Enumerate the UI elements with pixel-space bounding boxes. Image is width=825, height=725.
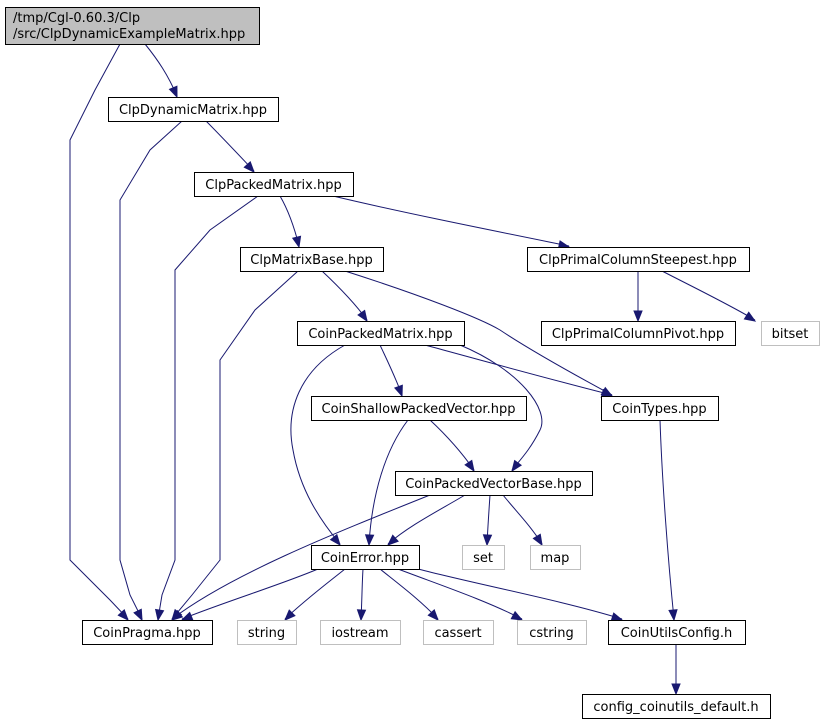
edge-clp-packed-matrix-to-clp-primal-column-steepest [332, 195, 571, 250]
node-label: ClpPrimalColumnPivot.hpp [552, 327, 724, 342]
edge-root-to-coin-pragma [69, 43, 129, 622]
edge-clp-matrix-base-to-coin-packed-matrix [321, 270, 368, 323]
node-bitset: bitset [761, 321, 820, 346]
edge-clp-matrix-base-to-coin-pragma [171, 270, 299, 622]
graph-nodes: /tmp/Cgl-0.60.3/Clp/src/ClpDynamicExampl… [5, 7, 820, 719]
node-label: ClpDynamicMatrix.hpp [119, 103, 267, 118]
node-clp-primal-column-pivot[interactable]: ClpPrimalColumnPivot.hpp [541, 321, 736, 346]
node-coin-types[interactable]: CoinTypes.hpp [601, 396, 719, 421]
graph-edges [69, 43, 757, 696]
node-label: ClpMatrixBase.hpp [250, 253, 372, 268]
node-string: string [237, 620, 297, 645]
node-coin-error[interactable]: CoinError.hpp [311, 545, 420, 570]
node-clp-matrix-base[interactable]: ClpMatrixBase.hpp [240, 247, 384, 272]
node-label: /src/ClpDynamicExampleMatrix.hpp [13, 27, 245, 42]
edge-coin-packed-matrix-to-coin-shallow-packed-vector [379, 344, 403, 398]
node-coin-pragma[interactable]: CoinPragma.hpp [82, 620, 213, 645]
node-root[interactable]: /tmp/Cgl-0.60.3/Clp/src/ClpDynamicExampl… [5, 7, 260, 45]
edge-coin-packed-matrix-to-coin-packed-vector-base [459, 344, 543, 473]
node-label: iostream [331, 626, 388, 641]
edge-coin-error-to-cstring [397, 568, 524, 621]
edge-coin-packed-vector-base-to-coin-pragma [170, 494, 431, 621]
node-coin-utils-config[interactable]: CoinUtilsConfig.h [608, 620, 746, 645]
node-set: set [462, 545, 505, 570]
node-label: CoinPragma.hpp [93, 626, 201, 641]
edge-coin-shallow-packed-vector-to-coin-packed-vector-base [429, 419, 475, 473]
edge-coin-packed-vector-base-to-coin-error [387, 494, 466, 546]
node-label: CoinPackedVectorBase.hpp [405, 477, 582, 492]
edge-coin-packed-vector-base-to-map [502, 494, 543, 547]
node-label: /tmp/Cgl-0.60.3/Clp [13, 11, 140, 26]
node-coin-packed-matrix[interactable]: CoinPackedMatrix.hpp [297, 321, 465, 346]
edge-clp-dynamic-matrix-to-coin-pragma [119, 120, 183, 622]
edge-coin-types-to-coin-utils-config [659, 419, 678, 622]
node-iostream: iostream [320, 620, 401, 645]
edge-coin-packed-vector-base-to-set [482, 494, 493, 547]
edge-coin-packed-matrix-to-coin-error [290, 344, 346, 547]
node-cstring: cstring [517, 620, 587, 645]
node-config-coinutils-default[interactable]: config_coinutils_default.h [582, 694, 771, 719]
edge-coin-packed-matrix-to-coin-types [424, 344, 614, 398]
node-label: string [248, 626, 285, 641]
node-label: CoinTypes.hpp [612, 402, 706, 417]
node-label: cassert [434, 626, 481, 641]
edge-coin-error-to-iostream [356, 568, 367, 622]
node-label: config_coinutils_default.h [593, 700, 758, 715]
node-label: CoinShallowPackedVector.hpp [322, 402, 516, 417]
edge-clp-primal-column-steepest-to-clp-primal-column-pivot [633, 270, 643, 323]
edge-clp-packed-matrix-to-clp-matrix-base [279, 195, 302, 249]
edge-coin-shallow-packed-vector-to-coin-error [364, 419, 409, 547]
node-cassert: cassert [423, 620, 494, 645]
node-label: CoinError.hpp [321, 551, 409, 566]
edge-coin-error-to-coin-utils-config [417, 568, 624, 622]
edge-root-to-clp-dynamic-matrix [144, 43, 178, 99]
node-label: set [473, 551, 493, 566]
edge-clp-packed-matrix-to-coin-pragma [154, 195, 259, 622]
node-clp-packed-matrix[interactable]: ClpPackedMatrix.hpp [194, 172, 354, 197]
node-coin-packed-vector-base[interactable]: CoinPackedVectorBase.hpp [395, 471, 593, 496]
node-label: map [541, 551, 570, 566]
node-map: map [530, 545, 581, 570]
node-label: CoinPackedMatrix.hpp [308, 327, 452, 342]
edge-coin-utils-config-to-config-coinutils-default [671, 643, 681, 696]
node-label: ClpPrimalColumnSteepest.hpp [539, 253, 737, 268]
edge-coin-error-to-coin-pragma [180, 568, 319, 621]
edge-clp-dynamic-matrix-to-clp-packed-matrix [205, 120, 255, 174]
edge-coin-error-to-cassert [379, 568, 439, 622]
node-clp-primal-column-steepest[interactable]: ClpPrimalColumnSteepest.hpp [527, 247, 750, 272]
node-label: cstring [529, 626, 573, 641]
node-label: bitset [772, 327, 809, 342]
edge-coin-error-to-string [284, 568, 346, 621]
node-clp-dynamic-matrix[interactable]: ClpDynamicMatrix.hpp [108, 97, 279, 122]
edge-clp-primal-column-steepest-to-bitset [661, 270, 757, 322]
node-coin-shallow-packed-vector[interactable]: CoinShallowPackedVector.hpp [311, 396, 527, 421]
node-label: CoinUtilsConfig.h [621, 626, 733, 641]
node-label: ClpPackedMatrix.hpp [205, 178, 341, 193]
